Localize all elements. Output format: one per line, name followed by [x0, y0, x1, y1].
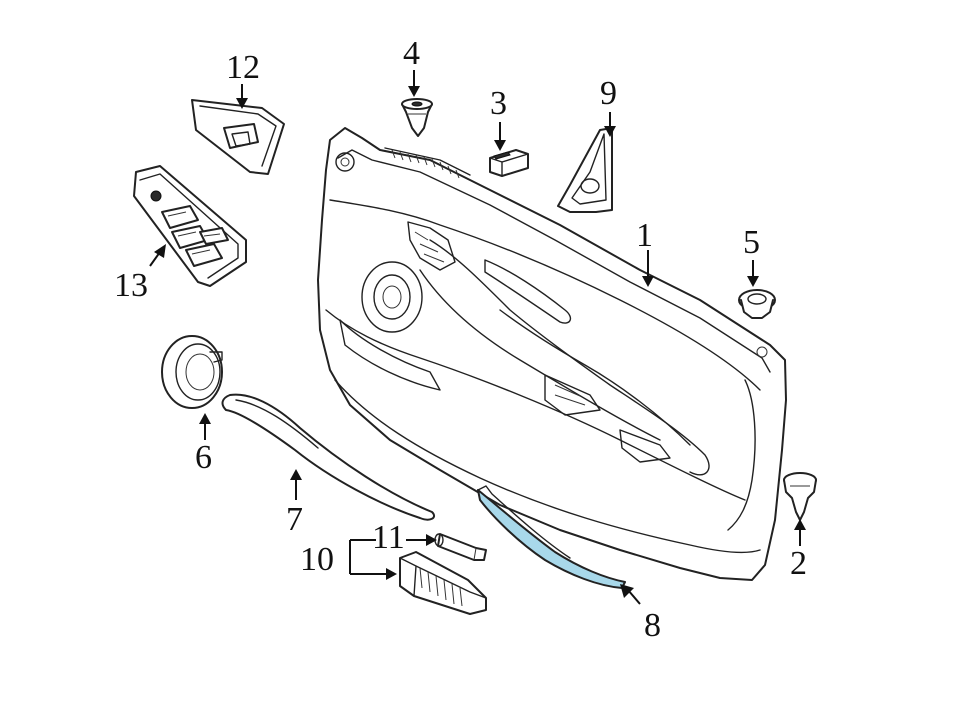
retaining-pin	[434, 533, 487, 561]
mirror-sail-panel	[557, 127, 613, 213]
retainer-bracket	[489, 149, 529, 177]
callout-12: 12	[226, 49, 260, 86]
upper-clip	[401, 98, 433, 137]
callout-2: 2	[790, 545, 807, 582]
handle-bezel	[399, 551, 487, 615]
leader-lines	[149, 70, 806, 605]
callout-1: 1	[636, 217, 653, 254]
callout-8: 8	[644, 607, 661, 644]
speaker-grille	[161, 335, 223, 409]
window-switch-single	[191, 99, 285, 175]
callout-6: 6	[195, 439, 212, 476]
callout-11: 11	[372, 519, 405, 556]
callout-9: 9	[600, 75, 617, 112]
grommet	[738, 289, 776, 319]
callout-labels: 1 2 3 4 5 6 7 8 9 10 11 12 13	[114, 35, 807, 644]
master-window-switch	[133, 165, 247, 287]
trim-strip	[221, 393, 436, 521]
callout-10: 10	[300, 541, 334, 578]
door-trim-panel	[317, 127, 787, 581]
callout-13: 13	[114, 267, 148, 304]
callout-5: 5	[743, 224, 760, 261]
callout-4: 4	[403, 35, 420, 72]
callout-3: 3	[490, 85, 507, 122]
push-clip	[783, 472, 817, 521]
callout-7: 7	[286, 501, 303, 538]
